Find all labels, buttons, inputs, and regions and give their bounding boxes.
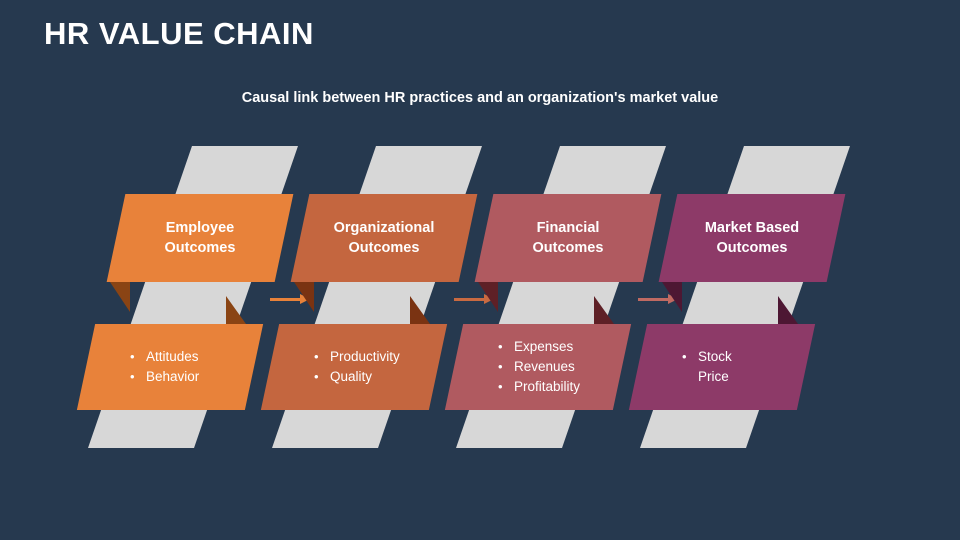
list-item: • Quality [314, 367, 372, 387]
list-item-label: Stock Price [698, 349, 732, 384]
list-item-label: Productivity [330, 349, 400, 365]
stage-heading-label: Financial Outcomes [532, 220, 604, 256]
stage-heading-shape[interactable]: Market Based Outcomes [658, 194, 846, 282]
bullet-dot-icon: • [314, 349, 319, 365]
stage-heading-label: Organizational Outcomes [333, 220, 435, 256]
bullet-dot-icon: • [682, 349, 687, 365]
list-item: • Attitudes [130, 347, 199, 367]
stage-market-based-outcomes[interactable]: Market Based Outcomes • Stock Price [628, 0, 922, 540]
list-item: • Productivity [314, 347, 400, 367]
stage-outcomes-list: • Productivity • Quality [270, 324, 438, 410]
stage-heading-content: Financial Outcomes [484, 194, 652, 282]
bullet-dot-icon: • [314, 369, 319, 384]
bullet-dot-icon: • [498, 339, 503, 355]
stage-outcomes-list: • Expenses • Revenues • Profitability [454, 324, 622, 410]
stage-shadow-notch-bottom [226, 296, 246, 324]
list-item: • Stock Price [682, 347, 732, 386]
bullet-dot-icon: • [498, 359, 503, 375]
page-title: HR VALUE CHAIN [44, 16, 314, 51]
bullet-dot-icon: • [130, 369, 135, 384]
stage-heading-content: Organizational Outcomes [300, 194, 468, 282]
stage-heading-shape[interactable]: Employee Outcomes [106, 194, 294, 282]
flow-arrow-line [638, 298, 669, 301]
stage-outcomes-list: • Stock Price [638, 324, 806, 410]
list-item-label: Attitudes [146, 349, 199, 365]
stage-outcomes-shape[interactable]: • Stock Price [628, 324, 816, 410]
stage-heading-shape[interactable]: Organizational Outcomes [290, 194, 478, 282]
list-item: • Behavior [130, 367, 199, 387]
list-item: • Expenses [498, 337, 573, 357]
list-item-label: Quality [330, 369, 373, 384]
bullet-dot-icon: • [498, 378, 503, 394]
stage-shadow-notch-bottom [594, 296, 614, 324]
stage-shadow-notch-bottom [778, 296, 798, 324]
stage-shadow-notch-top [662, 282, 682, 312]
stage-shadow-notch-top [110, 282, 130, 312]
stage-outcomes-shape[interactable]: • Attitudes • Behavior [76, 324, 264, 410]
slide-subtitle: Causal link between HR practices and an … [241, 90, 719, 106]
list-item-label: Revenues [514, 359, 575, 375]
flow-arrow-line [270, 298, 301, 301]
stage-heading-content: Market Based Outcomes [668, 194, 836, 282]
stage-outcomes-shape[interactable]: • Productivity • Quality [260, 324, 448, 410]
stage-shadow-notch-top [294, 282, 314, 312]
stage-heading-label: Employee Outcomes [164, 220, 236, 256]
stage-outcomes-shape[interactable]: • Expenses • Revenues • Profitability [444, 324, 632, 410]
list-item-label: Profitability [514, 378, 581, 394]
bullet-dot-icon: • [130, 349, 135, 365]
list-item-label: Behavior [146, 369, 200, 384]
stage-heading-shape[interactable]: Financial Outcomes [474, 194, 662, 282]
stage-heading-content: Employee Outcomes [116, 194, 284, 282]
list-item: • Revenues [498, 357, 575, 377]
stage-shadow-notch-bottom [410, 296, 430, 324]
list-item: • Profitability [498, 377, 580, 397]
list-item-label: Expenses [514, 339, 574, 355]
stage-heading-label: Market Based Outcomes [704, 220, 800, 256]
stage-shadow-notch-top [478, 282, 498, 312]
flow-arrow-line [454, 298, 485, 301]
stage-outcomes-list: • Attitudes • Behavior [86, 324, 254, 410]
